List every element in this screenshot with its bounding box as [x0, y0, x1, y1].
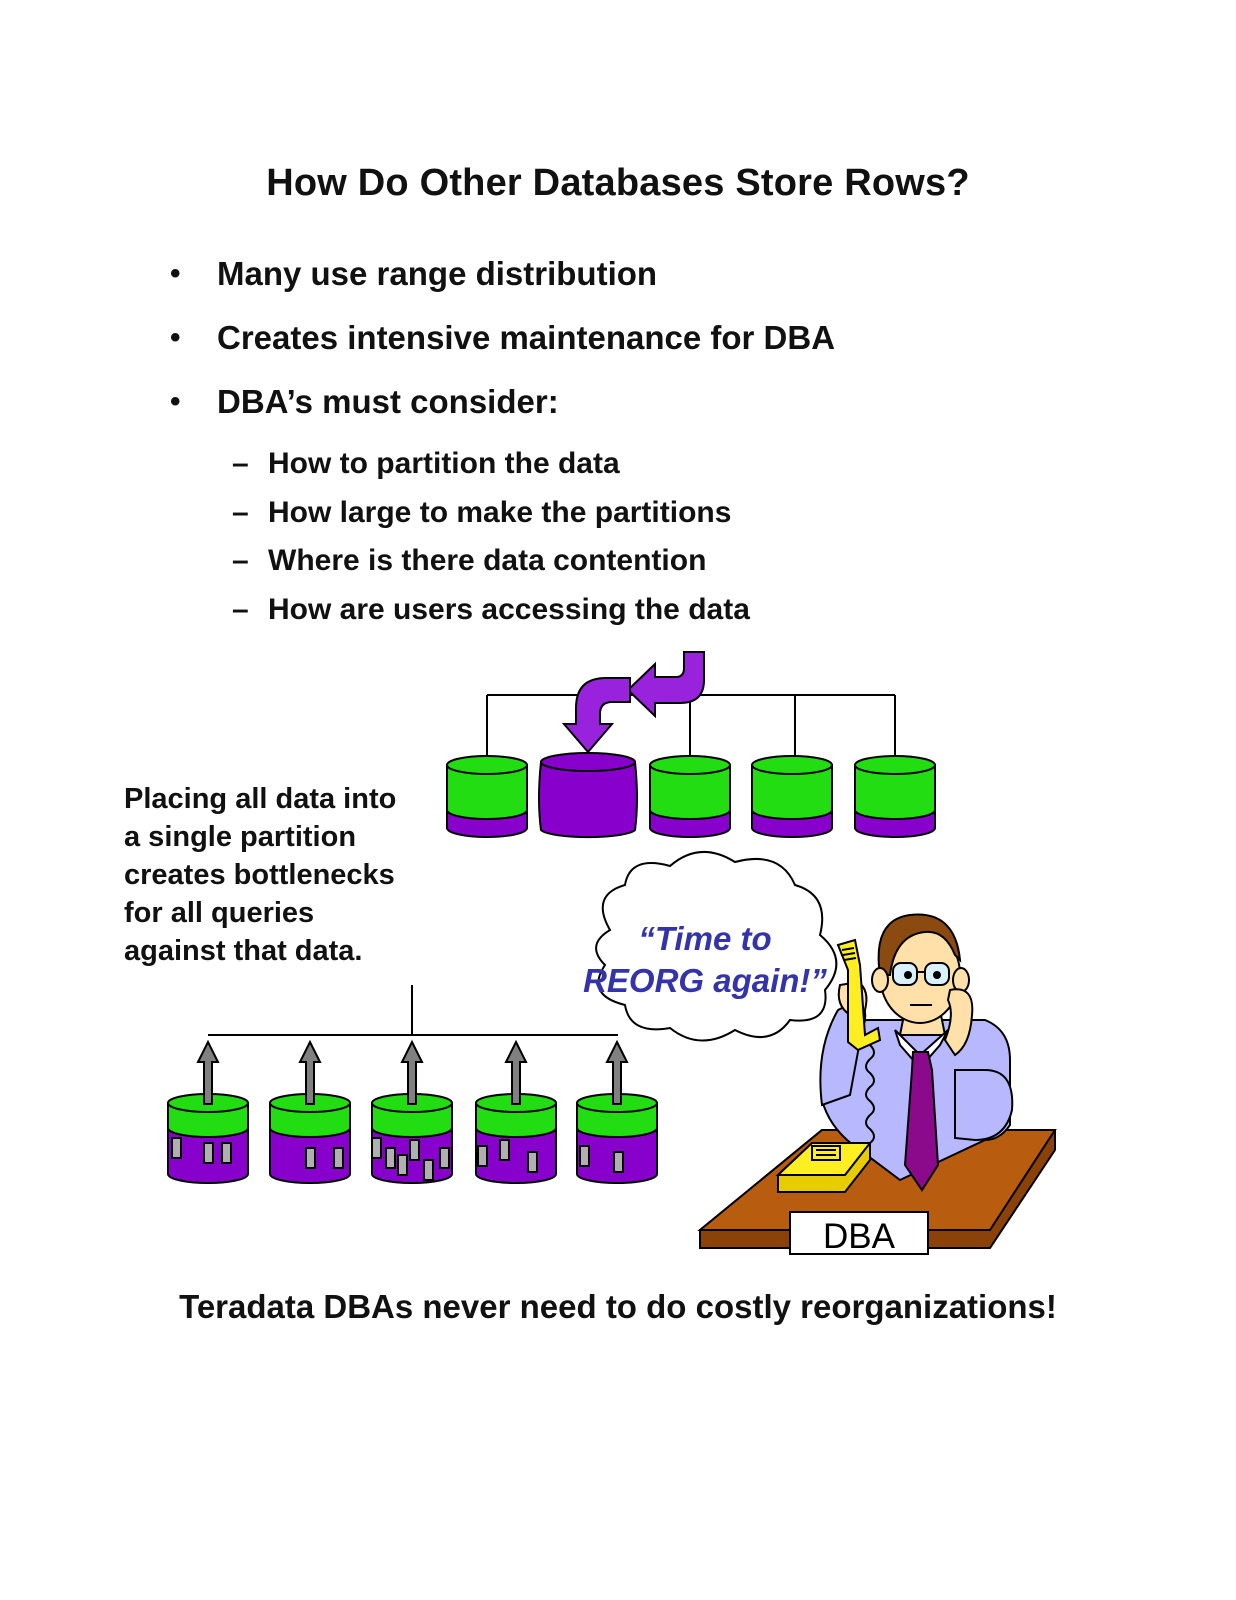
bottom-disk-group	[167, 1039, 658, 1184]
row-block	[477, 1145, 488, 1167]
up-arrow-icon	[605, 1039, 629, 1105]
hashed-disk-icon	[576, 1039, 658, 1184]
dash-icon: –	[232, 495, 249, 529]
row-block	[613, 1151, 624, 1173]
sub-bullet-item: – Where is there data contention	[232, 539, 1032, 588]
desk-sign-label: DBA	[823, 1217, 896, 1256]
sub-bullet-text: How to partition the data	[268, 447, 620, 480]
hashed-disk-icon	[371, 1039, 453, 1184]
row-block	[305, 1147, 316, 1169]
bullet-text: Many use range distribution	[217, 255, 658, 292]
sub-bullet-text: Where is there data contention	[268, 544, 707, 577]
page-title: How Do Other Databases Store Rows?	[266, 162, 970, 204]
curved-arrow-icon	[561, 677, 631, 754]
row-block	[203, 1142, 214, 1164]
row-block	[499, 1139, 510, 1161]
row-block	[333, 1147, 344, 1169]
top-disk-group	[486, 694, 896, 758]
full-disk-icon	[538, 752, 638, 839]
note-line: for all queries	[124, 897, 315, 929]
disk-icon	[446, 755, 528, 838]
bullet-item: • Many use range distribution	[170, 250, 1070, 314]
desk	[697, 1129, 1057, 1249]
note-line: creates bottlenecks	[124, 859, 395, 891]
sub-bullet-text: How large to make the partitions	[268, 495, 732, 529]
row-block	[527, 1151, 538, 1173]
curved-arrow-icon	[626, 651, 705, 719]
hashed-disk-icon	[475, 1039, 557, 1184]
note-line: against that data.	[124, 935, 363, 967]
bullet-list: • Many use range distribution • Creates …	[170, 250, 1070, 442]
disk-icon	[854, 755, 936, 838]
up-arrow-icon	[196, 1039, 220, 1105]
bullet-item: • DBA’s must consider:	[170, 378, 1070, 442]
sub-bullet-item: – How to partition the data	[232, 442, 1032, 491]
dash-icon: –	[232, 592, 249, 626]
dash-icon: –	[232, 447, 249, 480]
bottleneck-note: Placing all data into a single partition…	[124, 780, 444, 970]
hashed-disk-icon	[269, 1039, 351, 1184]
row-block	[423, 1159, 434, 1181]
sub-bullet-list: – How to partition the data – How large …	[232, 442, 1032, 636]
row-block	[221, 1142, 232, 1164]
dash-icon: –	[232, 544, 249, 577]
sub-bullet-text: How are users accessing the data	[268, 592, 750, 626]
row-block	[439, 1147, 450, 1169]
bullet-dot-icon: •	[170, 257, 181, 290]
phone-cord	[865, 1044, 875, 1158]
up-arrow-icon	[400, 1039, 424, 1105]
row-block	[385, 1147, 396, 1169]
bullet-dot-icon: •	[170, 385, 181, 418]
note-line: a single partition	[124, 821, 357, 853]
bullet-text: Creates intensive maintenance for DBA	[217, 319, 836, 356]
row-block	[409, 1139, 420, 1161]
thought-cloud	[595, 850, 838, 1042]
speech-line: REORG again!”	[583, 962, 827, 999]
sub-bullet-item: – How large to make the partitions	[232, 491, 1032, 540]
hashed-disk-icon	[167, 1039, 249, 1184]
row-block	[579, 1145, 590, 1167]
row-block	[371, 1137, 382, 1159]
note-line: Placing all data into	[124, 783, 397, 815]
bottom-bus	[208, 985, 618, 1036]
speech-line: “Time to	[638, 920, 771, 957]
bullet-item: • Creates intensive maintenance for DBA	[170, 314, 1070, 378]
phone-base-icon	[775, 1142, 873, 1193]
row-block	[397, 1154, 408, 1176]
up-arrow-icon	[298, 1039, 322, 1105]
bullet-dot-icon: •	[170, 321, 181, 354]
up-arrow-icon	[504, 1039, 528, 1105]
phone-handset-icon	[836, 938, 882, 1052]
footer-statement: Teradata DBAs never need to do costly re…	[179, 1288, 1057, 1325]
desk-sign	[789, 1211, 929, 1255]
disk-icon	[751, 755, 833, 838]
sub-bullet-item: – How are users accessing the data	[232, 588, 1032, 637]
row-block	[171, 1137, 182, 1159]
disk-icon	[649, 755, 731, 838]
bullet-text: DBA’s must consider:	[217, 383, 559, 420]
